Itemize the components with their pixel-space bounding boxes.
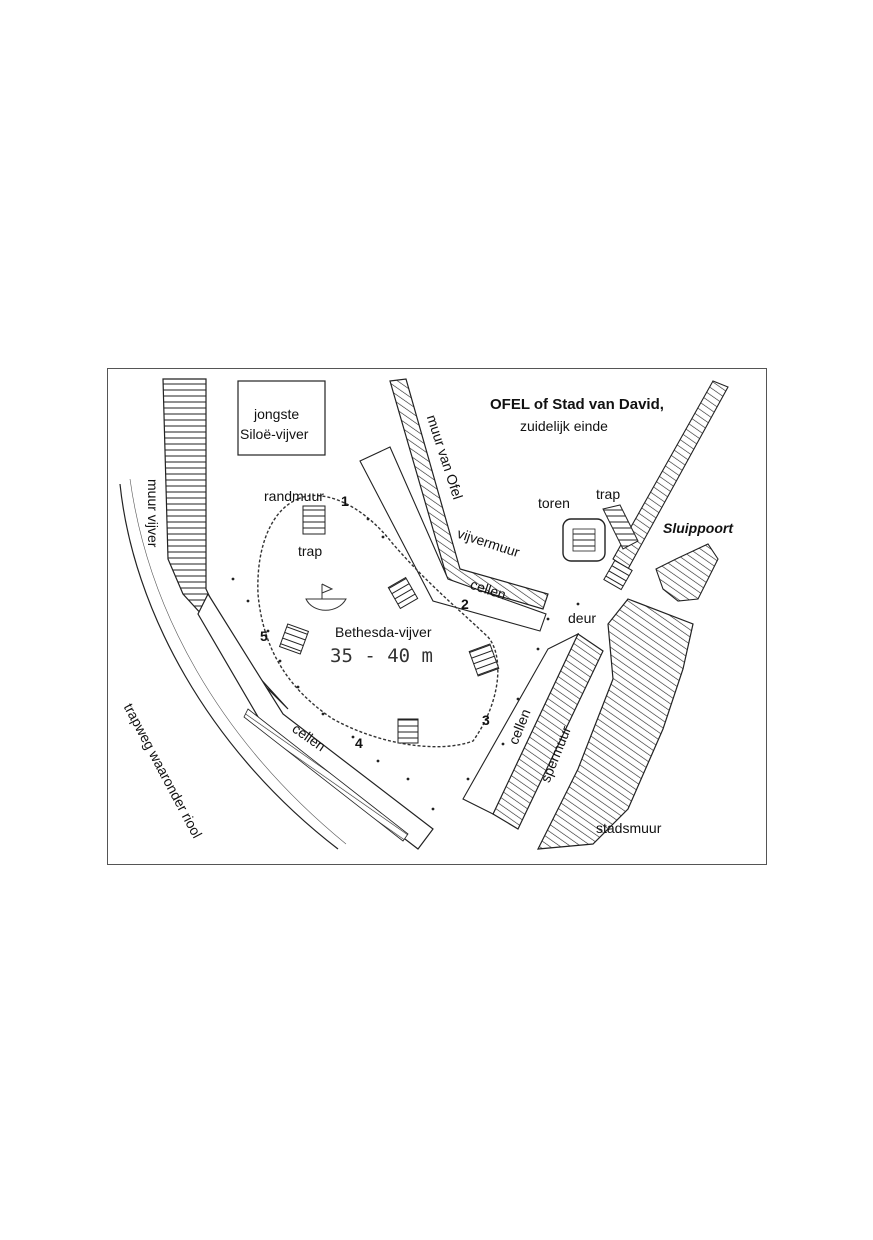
trap-right-stairs <box>602 504 639 550</box>
bethesda-pool <box>257 494 499 748</box>
stairs-left-5 <box>278 623 310 655</box>
cellen-wall-bottom-hatch <box>243 708 409 842</box>
ofel-wall <box>389 378 549 610</box>
trapweg-curve-inner <box>129 478 347 845</box>
toren-inner <box>572 528 596 552</box>
stairs-mid <box>387 576 419 610</box>
trap-right-label: trap <box>596 486 621 502</box>
bethesda-label: Bethesda-vijver <box>335 624 432 640</box>
column-dots <box>231 517 580 811</box>
map-frame: jongste Siloë-vijver OFEL of Stad van Da… <box>107 368 767 865</box>
toren-label: toren <box>538 495 570 511</box>
stairs-bottom <box>397 718 419 744</box>
cellen-block-top <box>359 446 547 632</box>
deur-label: deur <box>568 610 597 626</box>
randmuur-label: randmuur <box>264 488 324 504</box>
stairs-right <box>468 643 500 677</box>
siloe-jongste-label: jongste <box>254 406 300 422</box>
map-subtitle: zuidelijk einde <box>520 418 608 434</box>
siloe-label: Siloë-vijver <box>240 426 309 442</box>
trap-left-stairs <box>302 505 326 535</box>
map-title: OFEL of Stad van David, <box>490 396 664 413</box>
map-drawing <box>119 378 729 850</box>
muur-vijver-label: muur vijver <box>145 479 161 548</box>
marker-3: 3 <box>482 712 490 728</box>
cellen-wall-bottom <box>197 592 434 850</box>
marker-5: 5 <box>260 628 268 644</box>
stadsmuur-wall <box>536 598 694 850</box>
stadsmuur-label: stadsmuur <box>596 820 662 836</box>
cellen-right-block <box>462 632 580 815</box>
sluippoort-label: Sluippoort <box>663 520 733 536</box>
siloe-pool-box <box>237 380 326 456</box>
pool-figure <box>305 583 347 611</box>
marker-4: 4 <box>355 735 363 751</box>
dimension-label: 35 - 40 m <box>330 645 433 667</box>
trapweg-curve <box>119 483 339 850</box>
trap-left-label: trap <box>298 543 323 559</box>
sluippoort-small <box>603 559 633 591</box>
sluippoort-block <box>655 543 719 602</box>
marker-1: 1 <box>341 493 349 509</box>
marker-2: 2 <box>461 596 469 612</box>
